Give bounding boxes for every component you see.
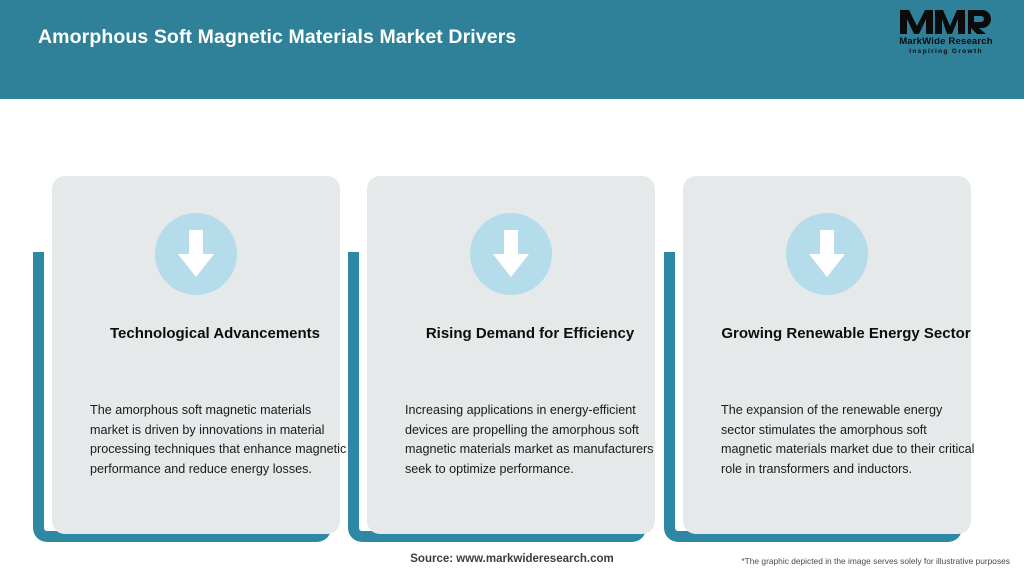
logo-company-name: MarkWide Research: [899, 36, 993, 47]
card-heading: Growing Renewable Energy Sector: [721, 325, 971, 342]
arrow-down-icon: [470, 213, 552, 295]
driver-card-2: Rising Demand for Efficiency Increasing …: [348, 99, 664, 542]
drivers-card-row: Technological Advancements The amorphous…: [0, 99, 1024, 542]
card-panel: Rising Demand for Efficiency Increasing …: [367, 176, 655, 534]
card-body-text: Increasing applications in energy-effici…: [405, 403, 654, 476]
card-panel: Growing Renewable Energy Sector The expa…: [683, 176, 974, 534]
card-body-text: The amorphous soft magnetic materials ma…: [90, 403, 347, 476]
brand-logo: MarkWide Research Inspiring Growth: [890, 8, 1002, 64]
disclaimer-note: *The graphic depicted in the image serve…: [741, 556, 1010, 566]
card-heading: Technological Advancements: [109, 325, 321, 342]
arrow-down-icon: [155, 213, 237, 295]
source-label: Source: www.markwideresearch.com: [410, 553, 614, 565]
driver-card-1: Technological Advancements The amorphous…: [33, 99, 349, 542]
header-bar: Amorphous Soft Magnetic Materials Market…: [0, 0, 1024, 99]
card-body-text: The expansion of the renewable energy se…: [721, 403, 975, 476]
logo-tagline: Inspiring Growth: [909, 48, 983, 55]
logo-mwr-icon: [890, 8, 1002, 36]
card-heading: Rising Demand for Efficiency: [425, 325, 635, 342]
page-title: Amorphous Soft Magnetic Materials Market…: [38, 26, 517, 48]
card-panel: Technological Advancements The amorphous…: [52, 176, 346, 534]
arrow-down-icon: [786, 213, 868, 295]
driver-card-3: Growing Renewable Energy Sector The expa…: [664, 99, 980, 542]
